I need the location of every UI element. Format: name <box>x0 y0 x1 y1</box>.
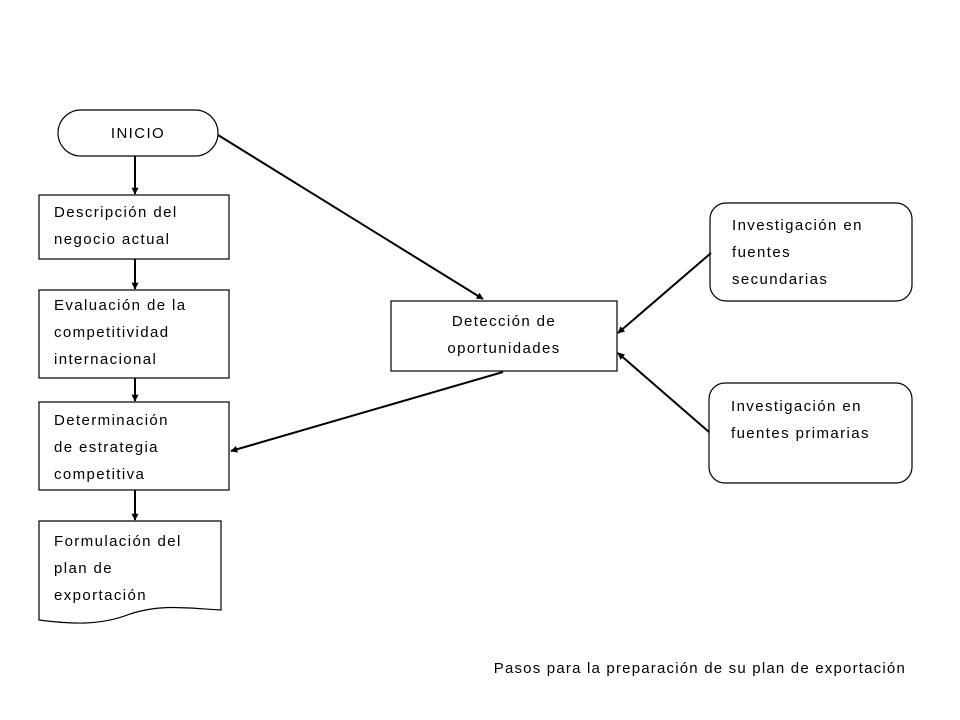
start-label: INICIO <box>110 125 166 142</box>
determine-strategy-box <box>38 401 230 491</box>
primary-sources-label: Investigación en fuentes primarias <box>731 398 870 442</box>
arrow-start-to-detect <box>217 134 484 300</box>
describe-business-box <box>38 194 230 260</box>
export-plan-label: Formulación del plan de exportación <box>54 533 182 604</box>
detect-opportunities-box <box>390 300 618 372</box>
primary-sources-box <box>708 382 913 484</box>
detect-opportunities-label: Detección de oportunidades <box>447 313 561 357</box>
evaluate-competitiveness-label: Evaluación de la competitividad internac… <box>54 297 187 368</box>
arrow-primary-to-detect <box>617 352 710 433</box>
describe-business-label: Descripción del negocio actual <box>54 204 178 248</box>
export-plan-document-shape <box>38 520 222 624</box>
diagram-caption: Pasos para la preparación de su plan de … <box>493 660 906 677</box>
arrow-detect-to-strategy <box>230 371 504 453</box>
secondary-sources-label: Investigación en fuentes secundarias <box>732 217 863 288</box>
evaluate-competitiveness-box <box>38 289 230 379</box>
secondary-sources-box <box>709 202 913 302</box>
arrow-secondary-to-detect <box>617 252 712 334</box>
determine-strategy-label: Determinación de estrategia competitiva <box>54 412 169 483</box>
start-terminator-shape <box>57 109 219 157</box>
